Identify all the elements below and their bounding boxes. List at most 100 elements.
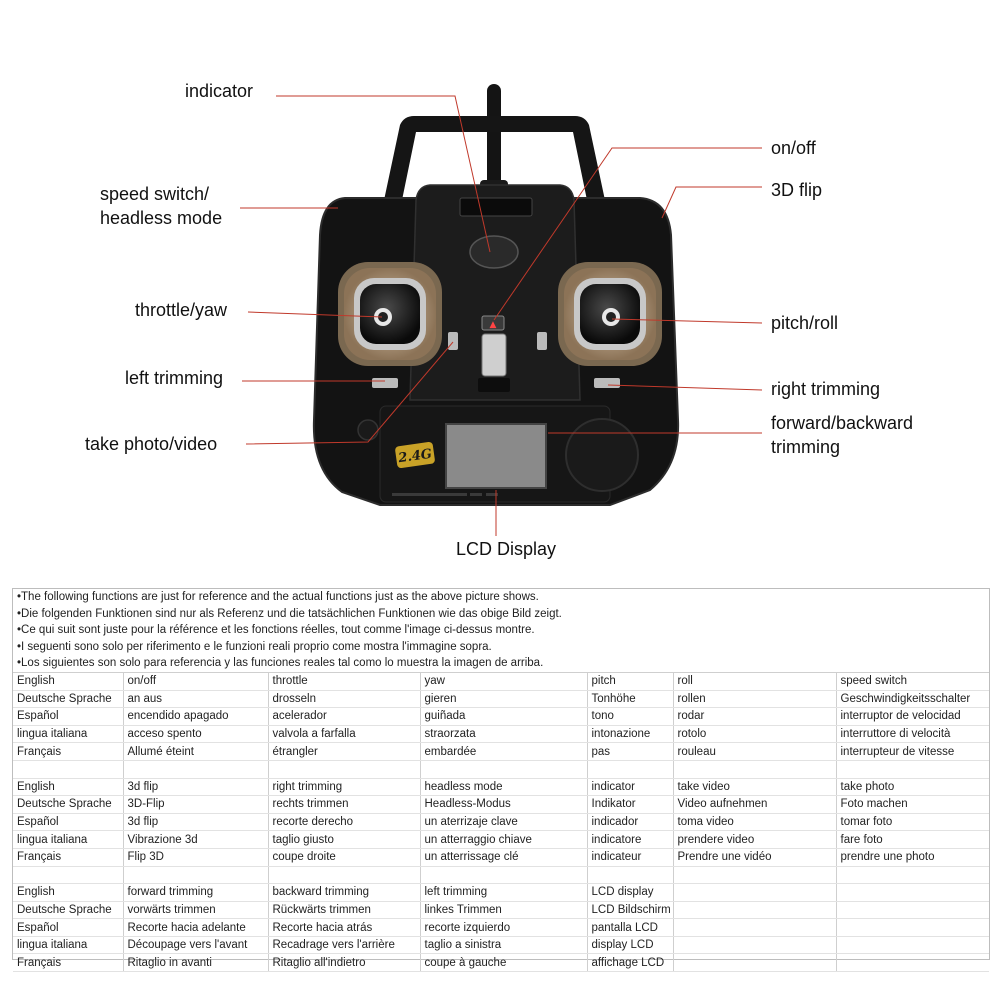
term-cell: headless mode (420, 778, 588, 797)
note-italian: •I seguenti sono solo per riferimento e … (17, 640, 492, 653)
language-cell: lingua italiana (13, 725, 124, 744)
label-3d-flip: 3D flip (771, 180, 823, 200)
spacer-cell (420, 760, 588, 779)
left-side-trim-button[interactable] (448, 332, 458, 350)
term-cell: rollen (673, 690, 837, 709)
term-cell: backward trimming (268, 883, 421, 902)
term-cell: interruptor de velocidad (836, 707, 989, 726)
left-trim-button[interactable] (372, 378, 398, 388)
term-cell: indicateur (587, 848, 674, 867)
term-cell: Recorte hacia adelante (123, 918, 269, 937)
term-cell (673, 953, 837, 973)
label-forward-backward: forward/backward trimming (771, 413, 914, 457)
term-cell: Flip 3D (123, 848, 269, 867)
term-cell: un atterraggio chiave (420, 830, 588, 849)
language-cell: Deutsche Sprache (13, 901, 124, 920)
term-cell: speed switch (836, 672, 989, 691)
power-switch[interactable] (481, 315, 505, 331)
term-cell: straorzata (420, 725, 588, 744)
term-cell: valvola a farfalla (268, 725, 421, 744)
term-cell: coupe droite (268, 848, 421, 867)
term-cell: Découpage vers l'avant (123, 936, 269, 955)
term-cell: recorte izquierdo (420, 918, 588, 937)
spacer-cell (420, 866, 588, 885)
right-trim-button[interactable] (594, 378, 620, 388)
language-cell: lingua italiana (13, 830, 124, 849)
term-cell (836, 918, 989, 937)
spacer-cell (587, 760, 674, 779)
note-english: •The following functions are just for re… (17, 591, 539, 603)
leader-right-trimming (607, 384, 763, 391)
right-stick[interactable] (558, 262, 662, 366)
left-stick[interactable] (338, 262, 442, 366)
language-cell: Français (13, 953, 124, 973)
language-cell: Deutsche Sprache (13, 795, 124, 814)
leader-pitch-roll (611, 318, 763, 324)
term-cell: rodar (673, 707, 837, 726)
term-cell (673, 918, 837, 937)
top-slot (459, 197, 533, 217)
spacer-cell (268, 866, 421, 885)
note-spanish: •Los siguientes son solo para referencia… (17, 657, 544, 670)
term-cell: rotolo (673, 725, 837, 744)
label-pitch-roll: pitch/roll (771, 313, 839, 333)
right-side-trim-button[interactable] (537, 332, 547, 350)
term-cell: 3D-Flip (123, 795, 269, 814)
function-reference-panel: •The following functions are just for re… (12, 588, 990, 973)
term-cell: prendre une photo (836, 848, 989, 867)
term-cell: indicador (587, 813, 674, 832)
term-cell: acelerador (268, 707, 421, 726)
lcd-screen (445, 423, 547, 489)
term-cell: acceso spento (123, 725, 269, 744)
photo-video-button[interactable] (357, 419, 379, 441)
term-cell: taglio giusto (268, 830, 421, 849)
term-cell: Ritaglio all'indietro (268, 953, 421, 973)
switch-slider[interactable] (481, 333, 507, 377)
term-cell: interrupteur de vitesse (836, 742, 989, 761)
label-on-off: on/off (771, 138, 816, 158)
term-cell: rechts trimmen (268, 795, 421, 814)
term-cell: forward trimming (123, 883, 269, 902)
term-cell: tono (587, 707, 674, 726)
term-cell: indicatore (587, 830, 674, 849)
term-cell: right trimming (268, 778, 421, 797)
language-cell: Español (13, 813, 124, 832)
language-cell: Español (13, 918, 124, 937)
leader-throttle-yaw (247, 311, 383, 318)
language-cell: Français (13, 848, 124, 867)
language-cell: Deutsche Sprache (13, 690, 124, 709)
term-cell: Allumé éteint (123, 742, 269, 761)
spacer-cell (123, 760, 269, 779)
term-cell: vorwärts trimmen (123, 901, 269, 920)
forward-backward-pad[interactable] (565, 418, 639, 492)
term-cell (673, 883, 837, 902)
language-cell: Español (13, 707, 124, 726)
label-take-photo-video: take photo/video (85, 434, 218, 454)
term-cell: roll (673, 672, 837, 691)
indicator-light (469, 235, 519, 269)
frequency-badge-text: 2.4G (396, 447, 432, 467)
spacer-row (13, 866, 989, 885)
term-cell: recorte derecho (268, 813, 421, 832)
spacer-row (13, 760, 989, 779)
spacer-cell (13, 760, 124, 779)
term-cell: on/off (123, 672, 269, 691)
term-cell: Recorte hacia atrás (268, 918, 421, 937)
language-cell: lingua italiana (13, 936, 124, 955)
language-cell: English (13, 778, 124, 797)
term-cell (673, 936, 837, 955)
language-cell: English (13, 883, 124, 902)
term-cell: throttle (268, 672, 421, 691)
term-cell: 3d flip (123, 813, 269, 832)
